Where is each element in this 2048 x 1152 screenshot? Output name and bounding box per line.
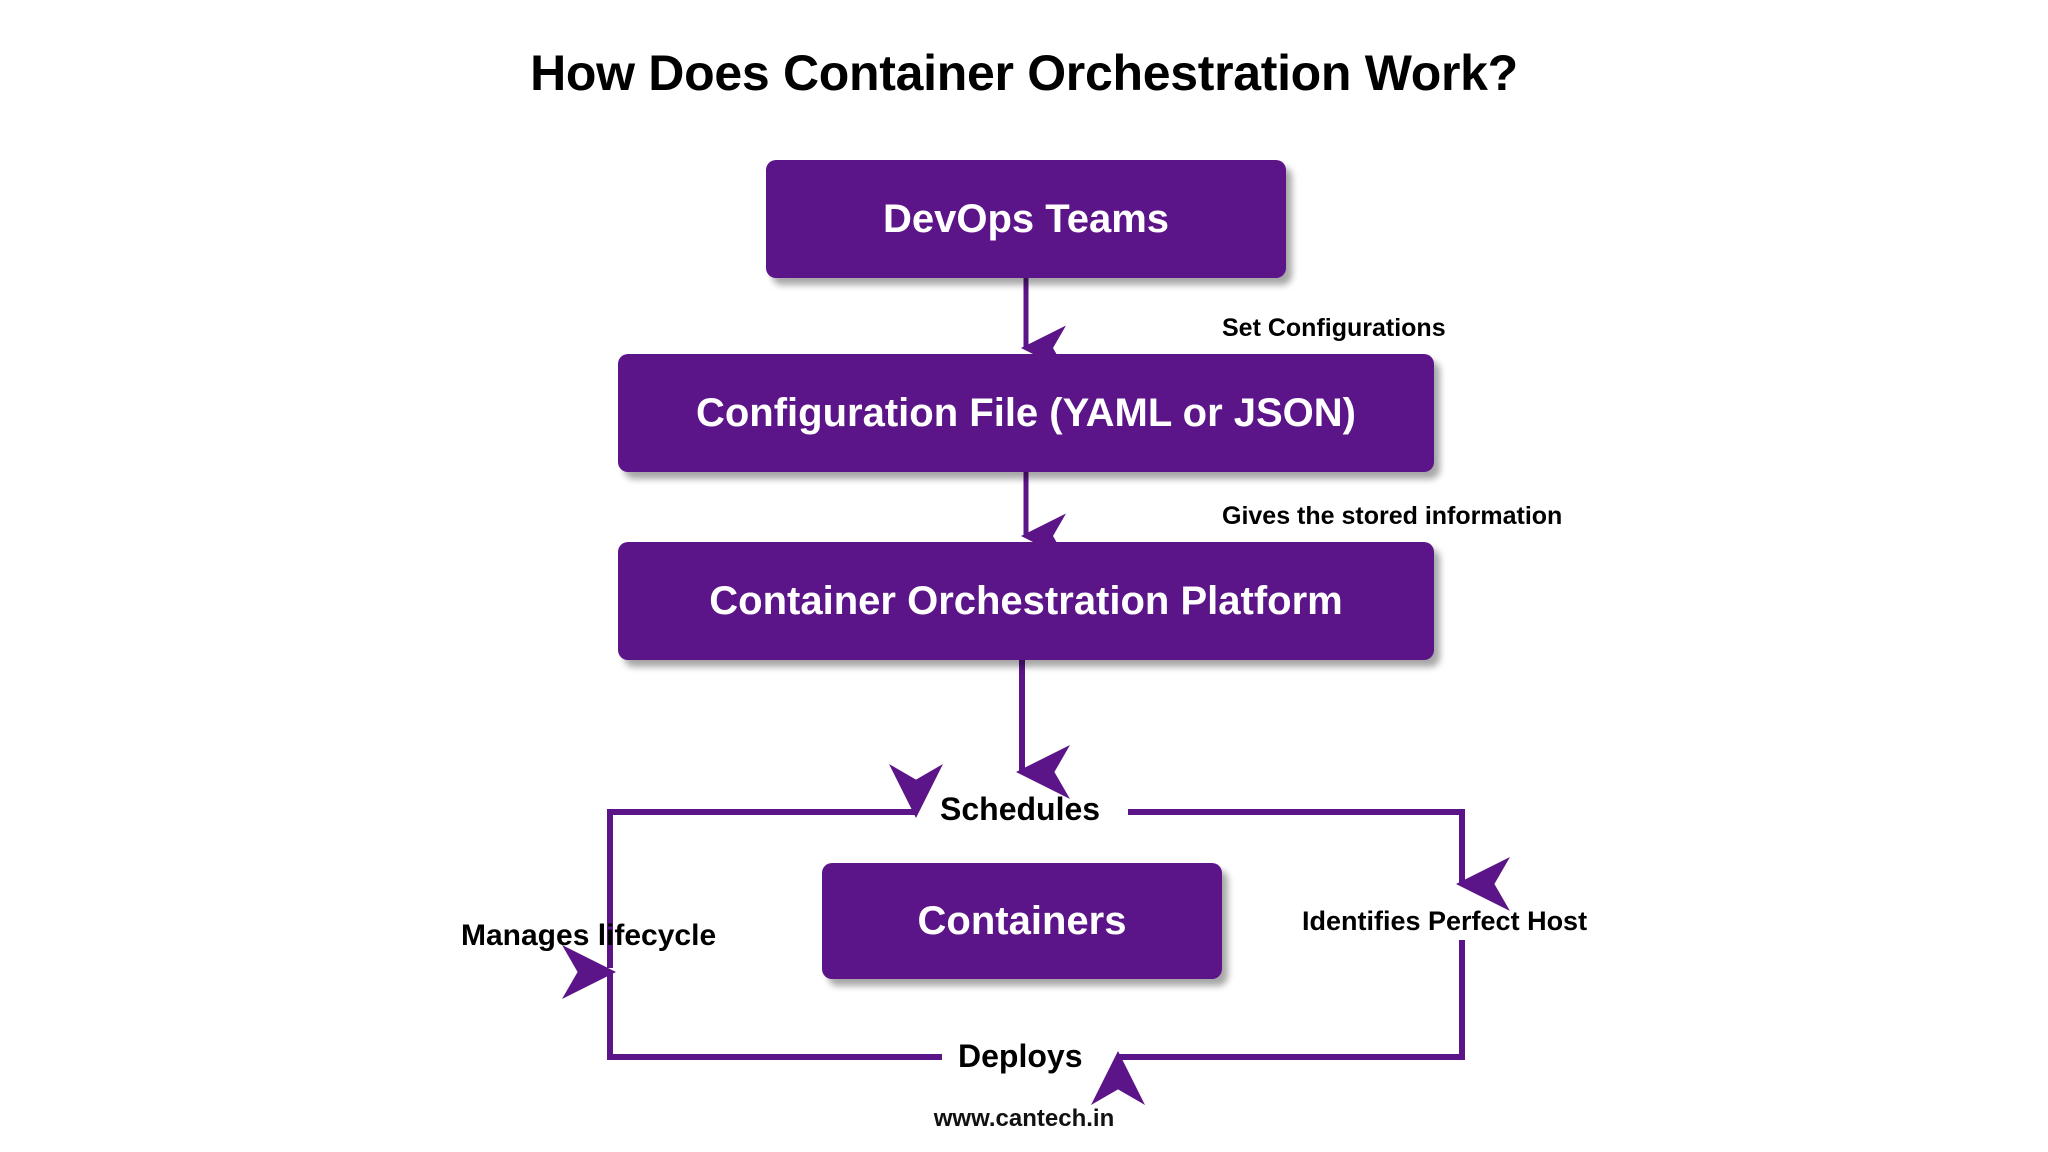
edge-label-manages-lifecycle: Manages lifecycle bbox=[461, 919, 717, 952]
node-configuration-file[interactable]: Configuration File (YAML or JSON) bbox=[618, 354, 1434, 472]
page-title: How Does Container Orchestration Work? bbox=[530, 45, 1518, 101]
node-configuration-file-label: Configuration File (YAML or JSON) bbox=[695, 391, 1357, 435]
node-devops-teams[interactable]: DevOps Teams bbox=[766, 160, 1286, 278]
edge-label-gives-the-stored-information: Gives the stored information bbox=[1222, 502, 1563, 530]
edge-label-deploys: Deploys bbox=[958, 1038, 1083, 1074]
footer-website-url: www.cantech.in bbox=[933, 1105, 1115, 1132]
cycle-edge-deploys-to-manages-lifecycle bbox=[562, 945, 942, 1060]
edge-label-set-configurations: Set Configurations bbox=[1222, 314, 1446, 342]
node-containers[interactable]: Containers bbox=[822, 863, 1222, 979]
node-container-orchestration-platform-label: Container Orchestration Platform bbox=[709, 579, 1343, 623]
edge-label-schedules: Schedules bbox=[940, 791, 1101, 827]
edge-label-identifies-perfect-host: Identifies Perfect Host bbox=[1302, 906, 1588, 936]
node-container-orchestration-platform[interactable]: Container Orchestration Platform bbox=[618, 542, 1434, 660]
node-devops-teams-label: DevOps Teams bbox=[882, 197, 1170, 241]
node-containers-label: Containers bbox=[917, 899, 1127, 943]
